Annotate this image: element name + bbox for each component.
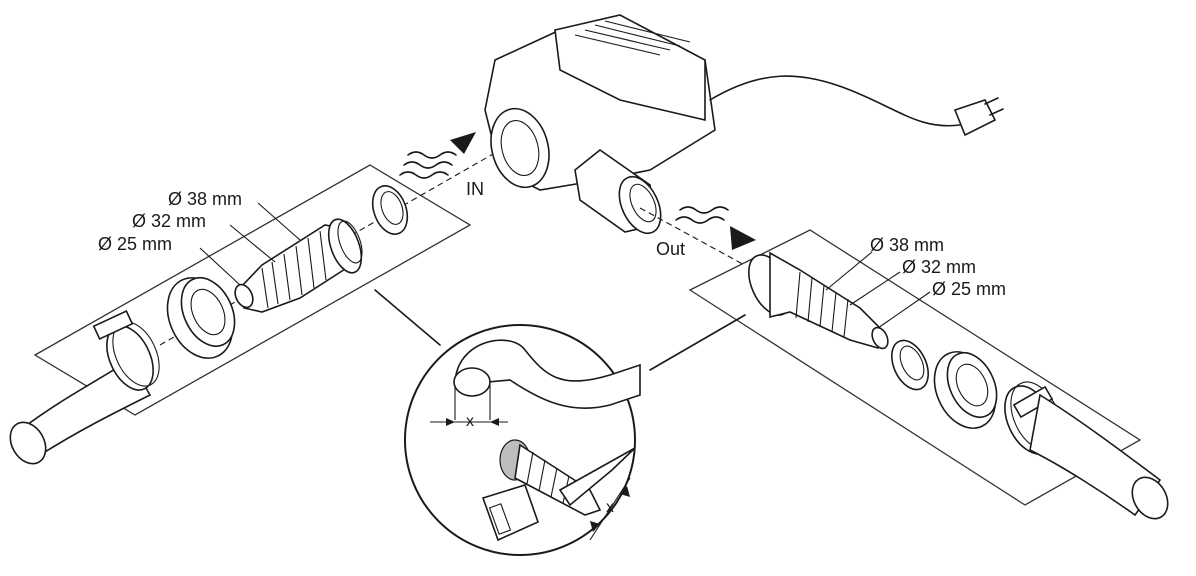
right-seal-ring bbox=[891, 339, 929, 391]
left-diameter-38-label: Ø 38 mm bbox=[168, 189, 243, 209]
left-leader-38 bbox=[257, 202, 301, 241]
left-stepped-hose-tail bbox=[234, 218, 363, 313]
left-union-nut bbox=[166, 277, 236, 359]
detail-leader-right bbox=[649, 314, 746, 371]
right-hose-end bbox=[1131, 476, 1169, 520]
inlet-flow-arrow bbox=[399, 132, 476, 179]
inlet-label: IN bbox=[466, 179, 484, 199]
detail-hose bbox=[454, 339, 641, 409]
detail-dimension-bottom bbox=[589, 477, 631, 541]
right-diameter-38-label: Ø 38 mm bbox=[870, 235, 945, 255]
pump-motor-block bbox=[554, 14, 706, 122]
right-diameter-25-label: Ø 25 mm bbox=[932, 279, 1007, 299]
left-seal-ring bbox=[371, 185, 409, 235]
right-union-nut bbox=[933, 351, 998, 429]
pump bbox=[484, 14, 1004, 235]
left-leader-32 bbox=[229, 224, 276, 263]
right-assembly bbox=[688, 229, 1169, 520]
power-plug bbox=[953, 97, 1004, 137]
left-diameter-25-label: Ø 25 mm bbox=[98, 234, 173, 254]
left-hose-clamp bbox=[92, 309, 160, 391]
left-assembly bbox=[9, 149, 501, 465]
left-hose-end bbox=[9, 421, 47, 465]
detail-leader-left bbox=[374, 289, 441, 346]
right-leader-38 bbox=[825, 251, 873, 291]
left-diameter-32-label: Ø 32 mm bbox=[132, 211, 207, 231]
right-leader-32 bbox=[849, 271, 901, 306]
left-leader-25 bbox=[199, 247, 241, 286]
detail-x-bottom-label: x bbox=[606, 499, 614, 516]
left-hose bbox=[18, 358, 152, 457]
outlet-flow-arrow bbox=[675, 206, 756, 250]
power-cable bbox=[709, 75, 961, 127]
pump-outlet bbox=[574, 149, 662, 235]
detail-magnifier bbox=[404, 324, 641, 556]
detail-x-top-label: x bbox=[466, 413, 474, 430]
outlet-label: Out bbox=[656, 239, 686, 259]
detail-hose-opening bbox=[453, 367, 491, 397]
right-leader-25 bbox=[877, 291, 931, 329]
pump-inlet bbox=[490, 107, 550, 189]
right-diameter-32-label: Ø 32 mm bbox=[902, 257, 977, 277]
right-stepped-hose-tail bbox=[748, 251, 889, 350]
detail-cutting-knife bbox=[481, 447, 636, 542]
